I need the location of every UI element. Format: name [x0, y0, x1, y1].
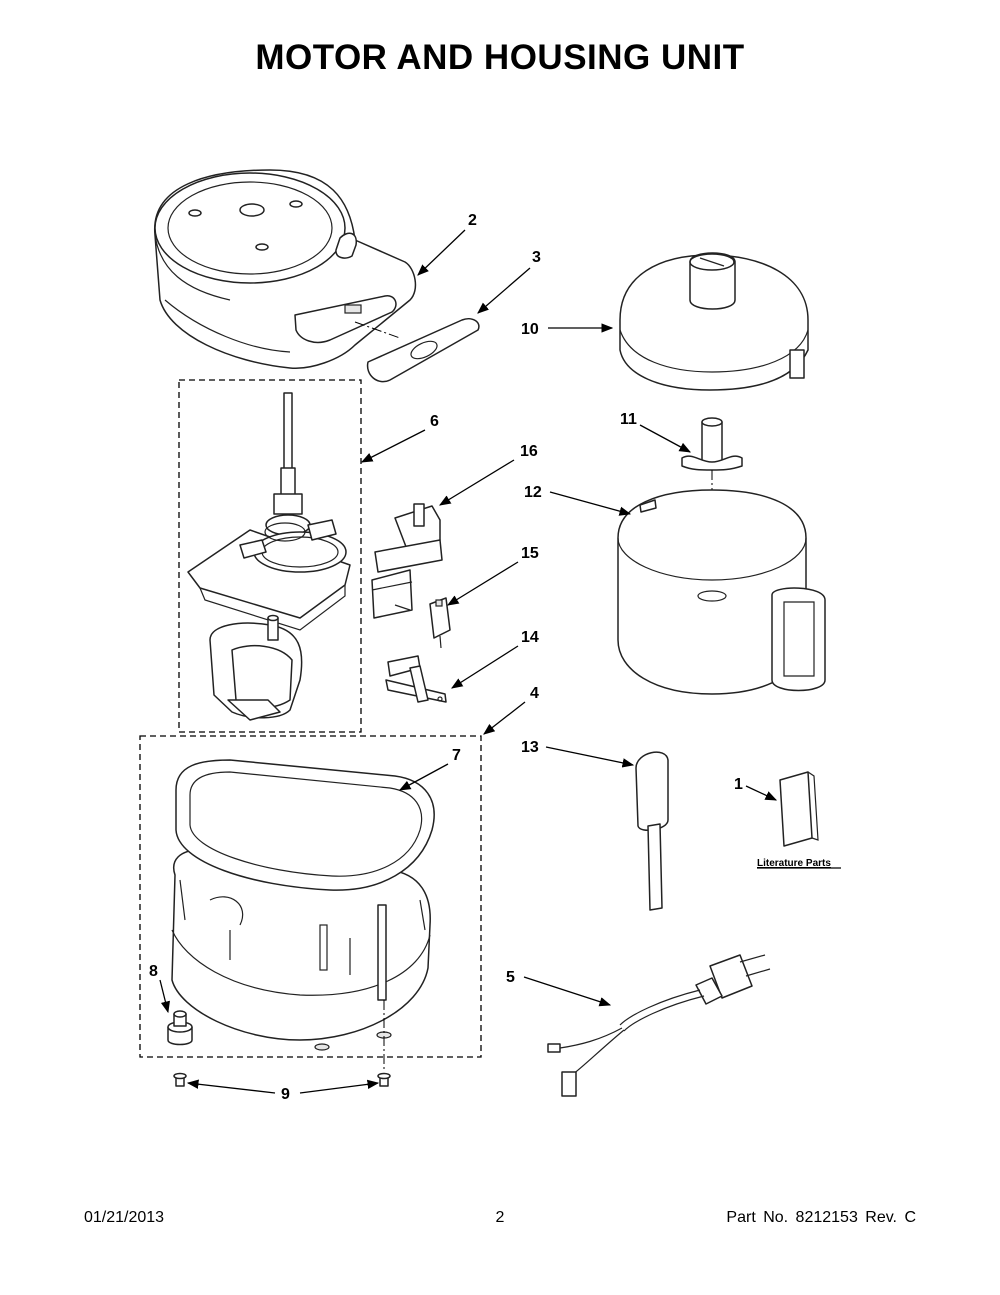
motor-assembly-box: [178, 379, 362, 733]
callout-12: 12: [524, 484, 542, 501]
callout-5: 5: [506, 969, 515, 986]
callout-2: 2: [468, 212, 477, 229]
callout-4: 4: [530, 685, 539, 702]
rubber-foot-part: [167, 1010, 193, 1046]
bowl-cover-part: [619, 252, 809, 391]
callout-10: 10: [521, 321, 539, 338]
footer-part-number: Part No. 8212153 Rev. C: [726, 1209, 916, 1226]
literature-parts-label: Literature Parts: [757, 858, 831, 869]
callout-1: 1: [734, 776, 743, 793]
callout-6: 6: [430, 413, 439, 430]
work-bowl-part: [617, 489, 826, 695]
base-assembly-box: [139, 735, 482, 1058]
actuator-part: [385, 655, 447, 703]
callout-11: 11: [620, 411, 637, 428]
leader-lines: [159, 229, 778, 1094]
footer-page-number: 2: [495, 1209, 505, 1226]
page-title: MOTOR AND HOUSING UNIT: [255, 38, 745, 77]
callout-3: 3: [532, 249, 541, 266]
callout-13: 13: [521, 739, 539, 756]
callout-15: 15: [521, 545, 539, 562]
screws-part: [173, 1000, 391, 1087]
callout-16: 16: [520, 443, 538, 460]
power-cord-part: [547, 954, 771, 1097]
blade-part: [681, 417, 743, 580]
spatula-part: [635, 751, 669, 911]
callout-9: 9: [281, 1086, 290, 1103]
callout-14: 14: [521, 629, 539, 646]
microswitch-part: [429, 597, 451, 649]
literature-parts-booklet: [779, 771, 819, 847]
base-assembly-part: [171, 849, 431, 1051]
base-housing-top-part: [154, 169, 417, 369]
base-rim-part: [175, 759, 435, 891]
motor-assembly-part: [187, 392, 351, 721]
switch-bracket-part: [371, 503, 443, 619]
switch-slider-part: [354, 318, 480, 383]
callout-8: 8: [149, 963, 158, 980]
callout-7: 7: [452, 747, 461, 764]
footer-date: 01/21/2013: [84, 1209, 165, 1226]
